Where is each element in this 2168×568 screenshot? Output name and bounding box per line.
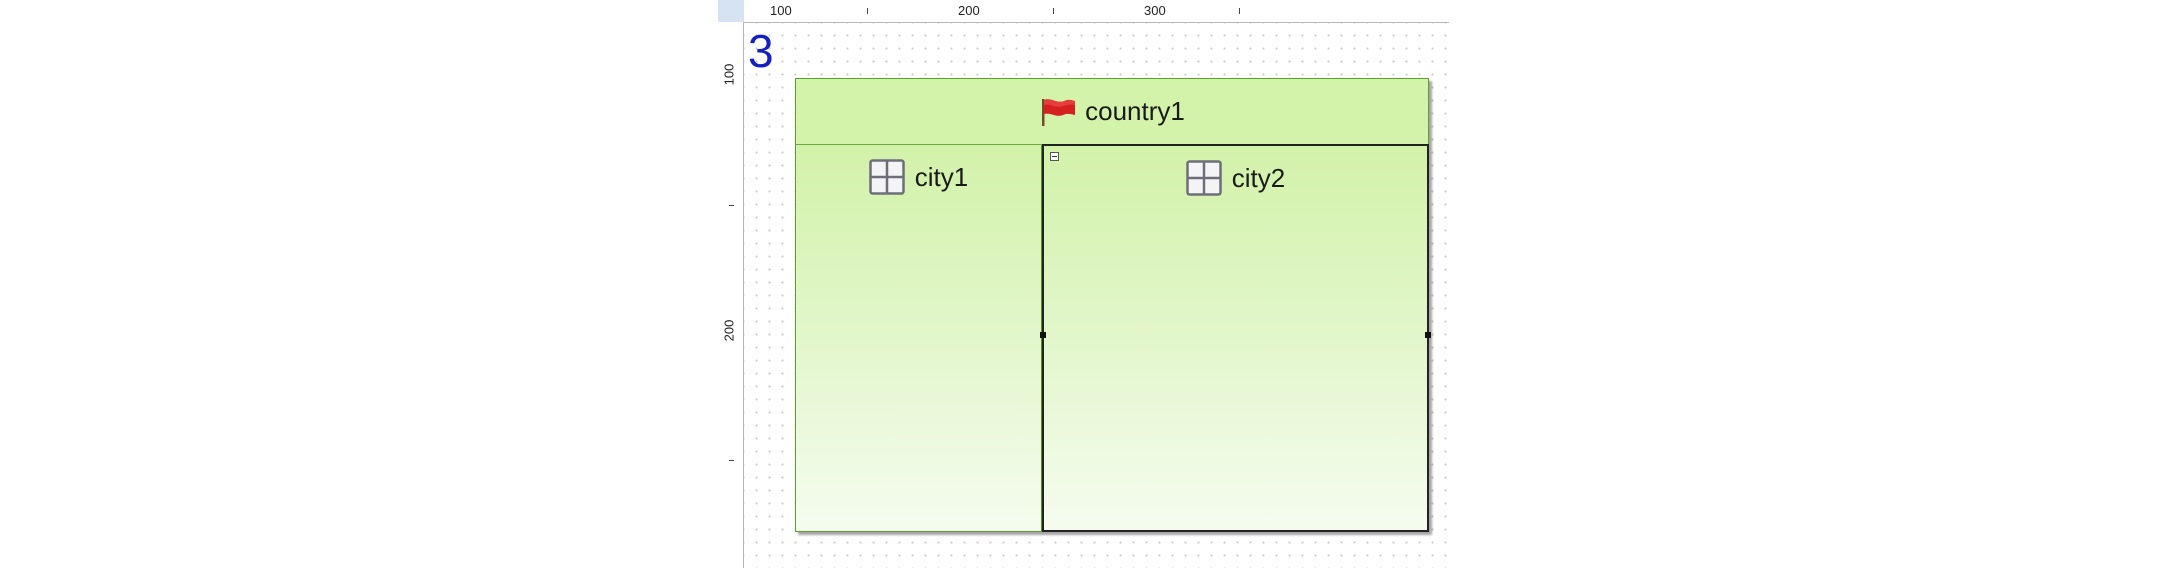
page-number: 3 [748, 25, 774, 77]
vertical-ruler: 100 200 [718, 22, 744, 568]
ruler-tick [867, 8, 868, 14]
ruler-top-label: 100 [770, 3, 792, 18]
container-header[interactable]: country1 [796, 79, 1428, 145]
table-icon [869, 159, 905, 195]
ruler-left-label: 100 [721, 63, 737, 86]
table-icon [1186, 160, 1222, 196]
ruler-corner [718, 0, 745, 23]
city1-title: city1 [914, 161, 969, 192]
flag-icon [1042, 98, 1076, 126]
ruler-top-label: 200 [958, 3, 980, 18]
ruler-tick [729, 460, 734, 461]
city2-shape[interactable]: city2 [1040, 144, 1431, 532]
country-container-shape[interactable]: country1 city1 city2 [795, 78, 1431, 532]
resize-handle-left[interactable] [1040, 332, 1046, 338]
ruler-tick [1053, 8, 1054, 14]
ruler-top-label: 300 [1144, 3, 1166, 18]
diagram-canvas[interactable]: 100 200 300 100 200 3 country1 [718, 0, 1449, 568]
city2-title: city2 [1231, 162, 1286, 193]
resize-handle-right[interactable] [1425, 332, 1431, 338]
city2-header: city2 [1044, 160, 1427, 196]
ruler-left-label: 200 [721, 319, 737, 342]
ruler-tick [1239, 8, 1240, 14]
container-title: country1 [1085, 96, 1185, 126]
city1-shape[interactable]: city1 [796, 145, 1042, 531]
ruler-tick [729, 205, 734, 206]
city1-header: city1 [796, 159, 1041, 195]
collapse-icon[interactable] [1050, 152, 1059, 161]
horizontal-ruler: 100 200 300 [744, 0, 1449, 23]
